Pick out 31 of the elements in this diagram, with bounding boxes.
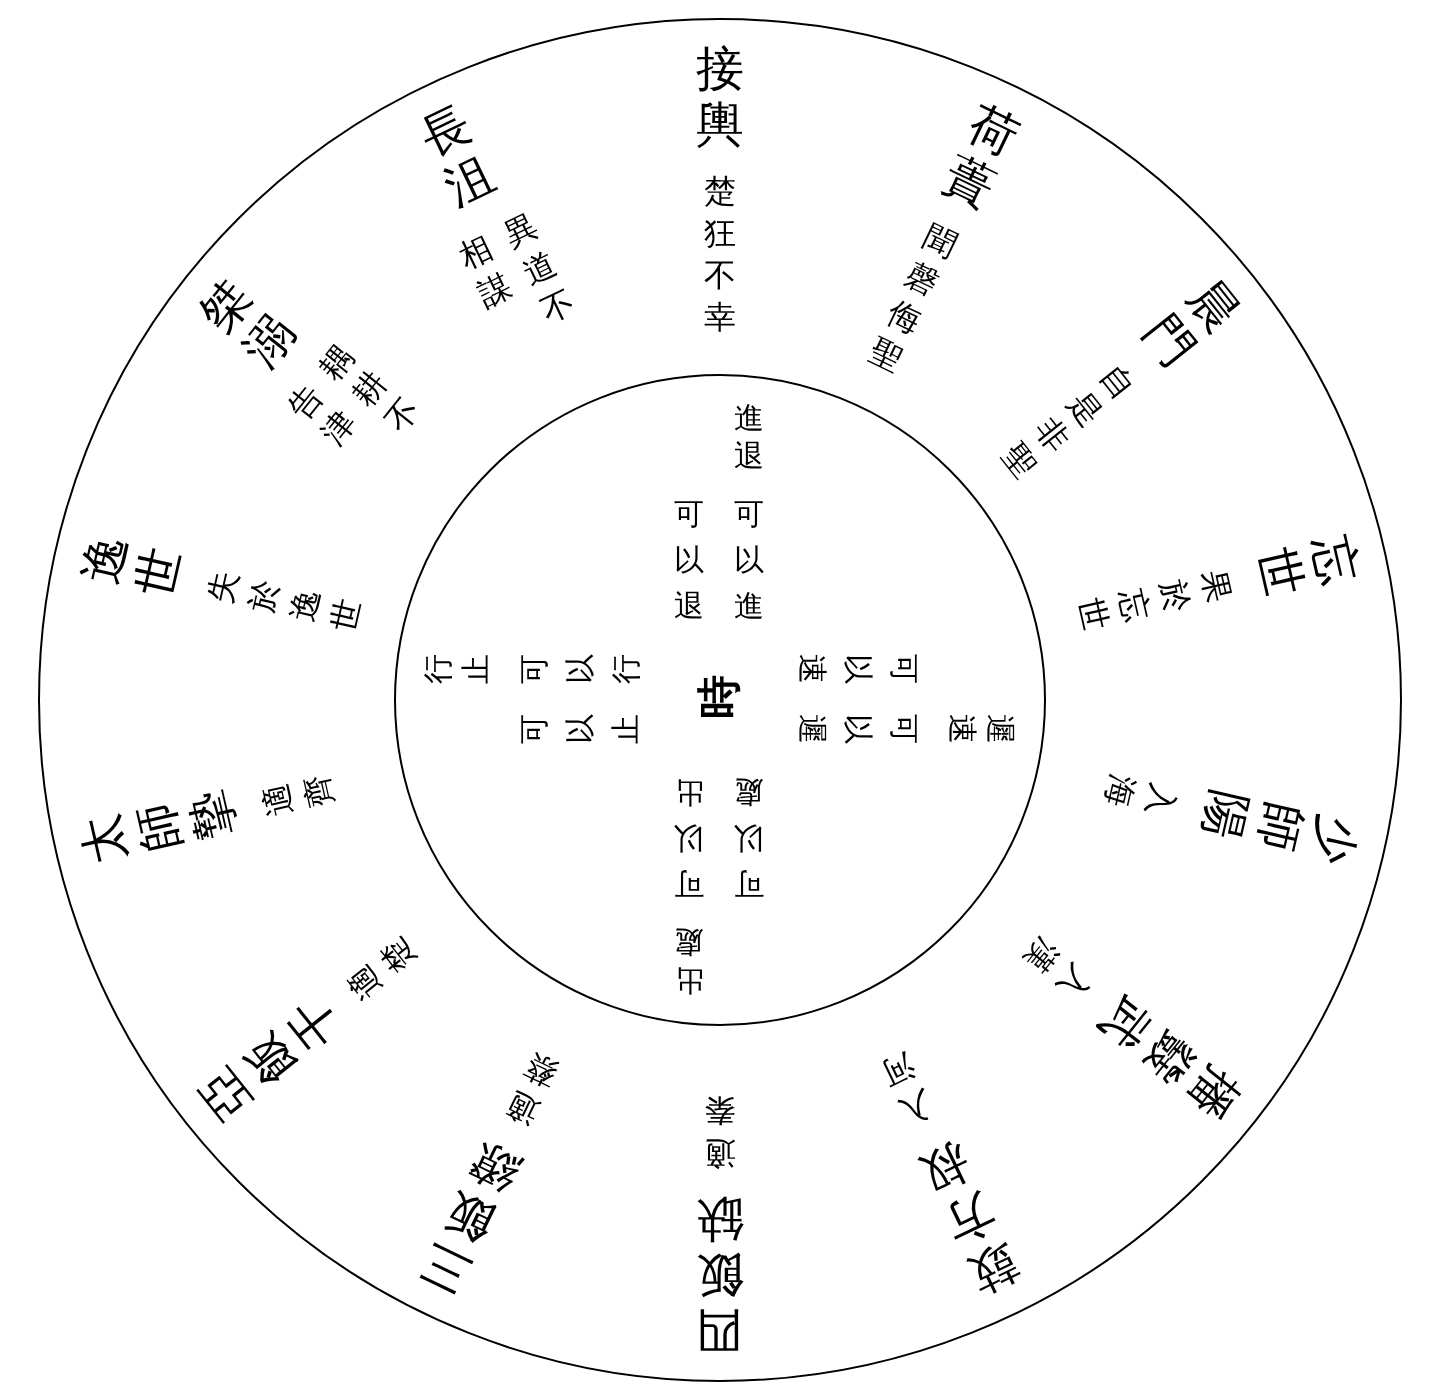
name-text: 少師陽: [1193, 784, 1369, 871]
inner-text: 可以出可以處: [673, 774, 765, 904]
description-text: 聞磬侮聖: [862, 215, 964, 381]
inner-text: 可以進可以退: [673, 495, 765, 625]
description-text: 入漢: [1015, 930, 1099, 1007]
name-text: 荷蕢: [934, 94, 1029, 217]
inner-text: 遲速: [944, 713, 1019, 745]
description-text: 入河: [874, 1044, 940, 1134]
inner-text: 行止: [419, 653, 494, 685]
name-text: 鼓方叔: [910, 1131, 1029, 1305]
center-character: 時: [697, 675, 741, 719]
name-text: 長沮: [410, 94, 504, 217]
description-text: 失於逸世: [200, 565, 370, 636]
description-text: 入海: [1097, 770, 1185, 822]
outer-circle: [38, 18, 1402, 1382]
name-text: 三飯繚: [410, 1131, 529, 1305]
description-text: 適蔡: [499, 1044, 565, 1134]
name-text: 四飯缺: [694, 1191, 745, 1360]
name-text: 忘世: [1248, 528, 1369, 602]
description-text: 果於忘世: [1069, 565, 1239, 636]
inner-text: 可以行可以止: [515, 653, 644, 745]
name-text: 逸世: [70, 528, 191, 602]
description-text: 適齊: [254, 770, 342, 822]
name-text: 接輿: [694, 39, 745, 152]
name-text: 桀溺: [187, 268, 307, 378]
inner-text: 進退: [733, 399, 765, 475]
description-text: 適秦: [702, 1090, 737, 1174]
name-text: 太師摯: [70, 784, 246, 871]
inner-text: 出處: [673, 924, 705, 999]
inner-text: 可以遲可以速: [794, 653, 923, 745]
description-text: 楚狂不幸: [702, 170, 737, 338]
